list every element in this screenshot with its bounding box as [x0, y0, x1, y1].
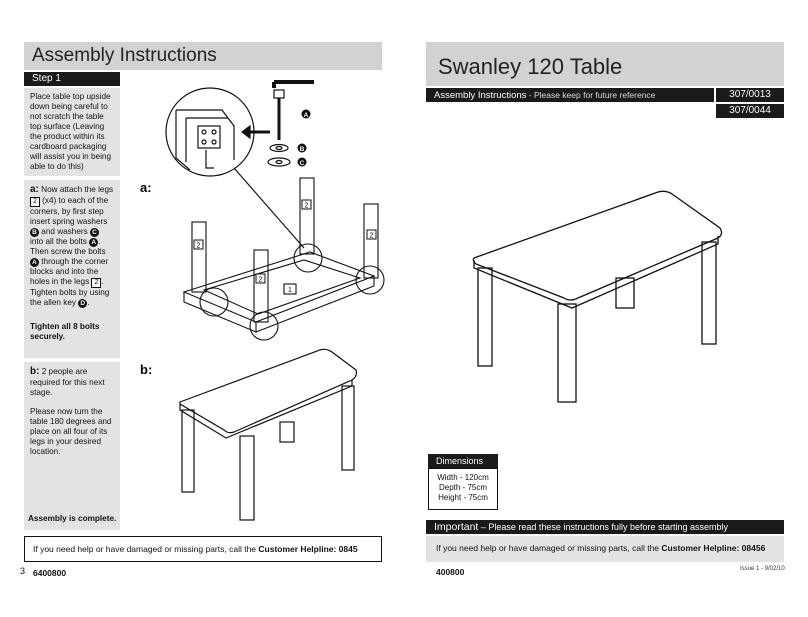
left-help-number: Customer Helpline: 0845 6400800	[33, 544, 358, 578]
table-illustration	[472, 190, 723, 403]
ai-strong: Assembly Instructions	[434, 90, 527, 101]
dimension-depth: Depth - 75cm	[438, 483, 488, 492]
right-help-text: If you need help or have damaged or miss…	[436, 543, 662, 553]
step-b-label: b:	[30, 366, 40, 377]
important-strong: Important	[434, 521, 479, 533]
product-title-bar: Swanley 120 Table	[426, 42, 784, 86]
left-help-text: If you need help or have damaged or miss…	[33, 544, 259, 554]
part-b-ref: B	[30, 227, 39, 237]
dimension-height: Height - 75cm	[438, 493, 488, 502]
step-b-panel: b: 2 people are required for this next s…	[24, 362, 120, 530]
leg-label-1: 2	[197, 243, 201, 250]
leg-label-2: 2	[259, 277, 263, 284]
page-number: 3	[20, 566, 26, 576]
part-label-b: B	[300, 146, 305, 153]
diagram-b-label: b:	[140, 362, 152, 377]
important-text: – Please read these instructions fully b…	[478, 522, 728, 532]
step1-text: Place table top upside down being carefu…	[30, 92, 112, 171]
tighten-note: Tighten all 8 bolts securely.	[30, 322, 100, 342]
right-helpline: If you need help or have damaged or miss…	[426, 536, 784, 577]
step-a-text-2: (x4) to each of the corners, by first st…	[30, 196, 109, 227]
step-b-text-2: Please now turn the table 180 degrees an…	[30, 407, 112, 457]
left-page-header: Assembly Instructions	[24, 42, 382, 70]
step-a-text-6: through the corner blocks and into the h…	[30, 257, 109, 287]
step-a-text-4: into all the bolts	[30, 237, 90, 247]
left-page-title: Assembly Instructions	[32, 45, 217, 66]
dimension-width: Width - 120cm	[437, 473, 489, 482]
part-d-ref: D	[78, 298, 88, 308]
assembly-diagrams: A B C a: 2 2 2 2 1 b:	[140, 80, 385, 521]
upright-table	[179, 348, 358, 521]
part-c-ref: C	[89, 227, 99, 237]
assembly-instructions-bar: Assembly Instructions - Please keep for …	[426, 88, 714, 102]
dimensions-box: Width - 120cm Depth - 75cm Height - 75cm	[428, 468, 498, 510]
step-a-text-3: and washers	[39, 227, 90, 237]
assembly-complete: Assembly is complete.	[28, 514, 117, 523]
left-helpline: If you need help or have damaged or miss…	[24, 536, 382, 578]
product-title: Swanley 120 Table	[438, 54, 623, 79]
step-b-text-1: 2 people are required for this next stag…	[30, 367, 105, 398]
step-a-text-1: Now attach the legs	[38, 185, 114, 194]
part-2-ref: 2	[30, 197, 40, 208]
ai-sub: - Please keep for future reference	[526, 90, 656, 100]
part-a-ref: A	[89, 237, 99, 247]
product-code-2: 307/0044	[716, 104, 784, 118]
leg-label-4: 2	[370, 233, 374, 240]
part-a-ref-2: A	[30, 257, 39, 267]
step1-panel: Place table top upside down being carefu…	[24, 88, 120, 176]
step-a-text-8: .	[87, 298, 90, 308]
upside-down-table	[182, 177, 385, 341]
table-top-label: 1	[288, 287, 292, 294]
step-a-label: a:	[30, 184, 39, 195]
step-a-text-5: . Then screw the bolts	[30, 237, 106, 257]
detail-zoom-circle	[165, 87, 255, 177]
issue-note: Issue 1 - 9/02/10	[740, 566, 785, 572]
part-2-ref-2: 2	[91, 278, 102, 289]
dimensions-header: Dimensions	[428, 454, 498, 468]
step-a-text-7: . Tighten bolts by using the allen key	[30, 277, 110, 308]
leg-labels: 2 2 2 2 1	[193, 199, 377, 294]
part-label-circles: A B C	[297, 109, 311, 167]
step-a-panel: a: Now attach the legs 2 (x4) to each of…	[24, 180, 120, 358]
important-bar: Important – Please read these instructio…	[426, 520, 784, 534]
step-label: Step 1	[24, 72, 120, 86]
leg-label-3: 2	[305, 203, 309, 210]
diagram-a-label: a:	[140, 180, 152, 195]
product-code-1: 307/0013	[716, 88, 784, 102]
right-help-number: Customer Helpline: 08456 400800	[436, 543, 766, 577]
part-label-a: A	[304, 112, 309, 119]
part-label-c: C	[300, 160, 305, 167]
